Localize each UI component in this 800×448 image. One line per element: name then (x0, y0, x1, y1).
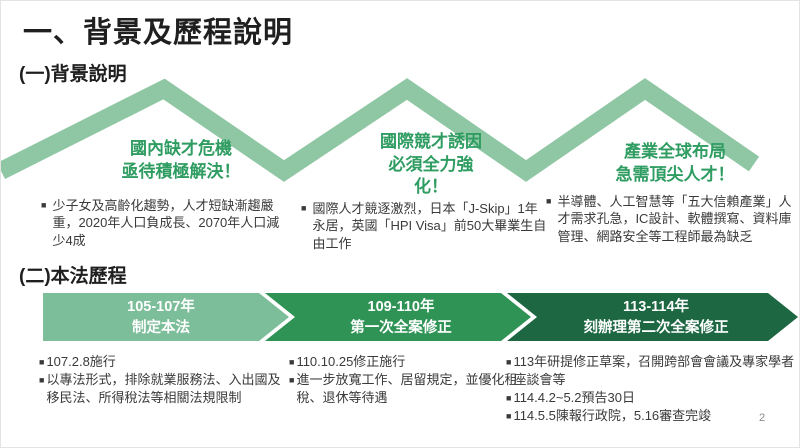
bullet-item: ■ 113年研提修正草案，召開跨部會會議及專家學者座談會等 (506, 353, 799, 389)
background-col3-bullets: ■ 半導體、人工智慧等「五大信賴產業」人才需求孔急，IC設計、軟體撰寫、資料庫管… (546, 193, 798, 245)
stage2-bullets: ■ 110.10.25修正施行 ■ 進一步放寬工作、居留規定，並優化租稅、退休等… (289, 353, 521, 407)
stage1-label: 105-107年 制定本法 (61, 297, 261, 339)
bullet-item: ■ 以專法形式，排除就業服務法、入出國及移民法、所得稅法等相關法規限制 (39, 371, 291, 407)
stage-title: 第一次全案修正 (350, 320, 452, 336)
bullet-square-icon: ■ (506, 357, 512, 367)
stage-period: 109-110年 (367, 298, 435, 315)
bullet-square-icon: ■ (301, 203, 307, 213)
bullet-text: 114.5.5陳報行政院，5.16審查完竣 (513, 407, 712, 423)
stage3-bullets: ■ 113年研提修正草案，召開跨部會會議及專家學者座談會等 ■ 114.4.2~… (506, 353, 799, 425)
page-number: 2 (759, 412, 766, 424)
stage2-label: 109-110年 第一次全案修正 (296, 297, 506, 339)
background-col3-title: 產業全球布局 急需頂尖人才！ (559, 141, 791, 186)
stage1-arrow-icon (43, 293, 289, 341)
bullet-square-icon: ■ (289, 357, 295, 367)
title-line: 化！ (414, 177, 448, 197)
bullet-text: 少子女及高齡化趨勢，人才短缺漸趨嚴重，2020年人口負成長、2070年人口減少4… (52, 198, 280, 248)
bullet-square-icon: ■ (506, 392, 512, 403)
title-line: 產業全球布局 (624, 142, 726, 161)
bullet-square-icon: ■ (289, 375, 295, 385)
bullet-text: 以專法形式，排除就業服務法、入出國及移民法、所得稅法等相關法規限制 (46, 372, 281, 405)
bullet-square-icon: ■ (506, 410, 512, 421)
bullet-text: 114.4.2~5.2預告30日 (513, 389, 635, 405)
bullet-text: 107.2.8施行 (46, 354, 116, 369)
history-section-heading: (二)本法歷程 (19, 266, 127, 287)
title-line: 必須全力強 (388, 154, 474, 174)
bullet-item: ■ 114.5.5陳報行政院，5.16審查完竣 (506, 407, 799, 425)
background-section-heading: (一)背景說明 (19, 64, 127, 85)
bullet-square-icon: ■ (41, 200, 47, 210)
bullet-item: ■ 國際人才競逐激烈，日本「J-Skip」1年永居，英國「HPI Visa」前5… (301, 200, 547, 252)
stage-title: 制定本法 (132, 320, 190, 336)
zigzag-decoration (1, 78, 760, 182)
stage3-label: 113-114年 刻辦理第二次全案修正 (536, 297, 776, 339)
page-title: 一、背景及歷程說明 (23, 17, 294, 49)
bullet-square-icon: ■ (39, 357, 45, 367)
bullet-item: ■ 114.4.2~5.2預告30日 (506, 389, 799, 407)
stage1-bullets: ■ 107.2.8施行 ■ 以專法形式，排除就業服務法、入出國及移民法、所得稅法… (39, 353, 291, 407)
bullet-text: 進一步放寬工作、居留規定，並優化租稅、退休等待遇 (296, 372, 518, 405)
background-col1-title: 國內缺才危機 亟待積極解決！ (61, 138, 301, 183)
bullet-square-icon: ■ (546, 196, 552, 206)
bullet-square-icon: ■ (39, 375, 45, 385)
zigzag-line-icon (1, 78, 760, 182)
stage-period: 105-107年 (127, 298, 195, 315)
title-line: 亟待積極解決！ (121, 161, 241, 181)
bullet-item: ■ 少子女及高齡化趨勢，人才短缺漸趨嚴重，2020年人口負成長、2070年人口減… (41, 197, 287, 249)
bullet-item: ■ 進一步放寬工作、居留規定，並優化租稅、退休等待遇 (289, 371, 521, 407)
bullet-text: 110.10.25修正施行 (296, 354, 406, 369)
title-line: 國際競才誘因 (380, 132, 482, 151)
background-col2-bullets: ■ 國際人才競逐激烈，日本「J-Skip」1年永居，英國「HPI Visa」前5… (301, 200, 547, 252)
stage2-arrow-icon (265, 293, 531, 341)
bullet-item: ■ 110.10.25修正施行 (289, 353, 521, 371)
background-col1-bullets: ■ 少子女及高齡化趨勢，人才短缺漸趨嚴重，2020年人口負成長、2070年人口減… (41, 197, 287, 249)
title-line: 急需頂尖人才！ (615, 164, 735, 184)
bullet-text: 半導體、人工智慧等「五大信賴產業」人才需求孔急，IC設計、軟體撰寫、資料庫管理、… (557, 194, 792, 244)
timeline-arrows (43, 293, 798, 341)
bullet-item: ■ 107.2.8施行 (39, 353, 291, 371)
bullet-text: 113年研提修正草案，召開跨部會會議及專家學者座談會等 (513, 354, 795, 387)
bullet-text: 國際人才競逐激烈，日本「J-Skip」1年永居，英國「HPI Visa」前50大… (312, 201, 547, 251)
background-col2-title: 國際競才誘因 必須全力強 化！ (331, 131, 531, 199)
bullet-item: ■ 半導體、人工智慧等「五大信賴產業」人才需求孔急，IC設計、軟體撰寫、資料庫管… (546, 193, 798, 245)
stage-title: 刻辦理第二次全案修正 (583, 320, 729, 336)
title-line: 國內缺才危機 (130, 139, 232, 158)
stage-period: 113-114年 (622, 298, 690, 315)
stage3-arrow-icon (507, 293, 798, 341)
